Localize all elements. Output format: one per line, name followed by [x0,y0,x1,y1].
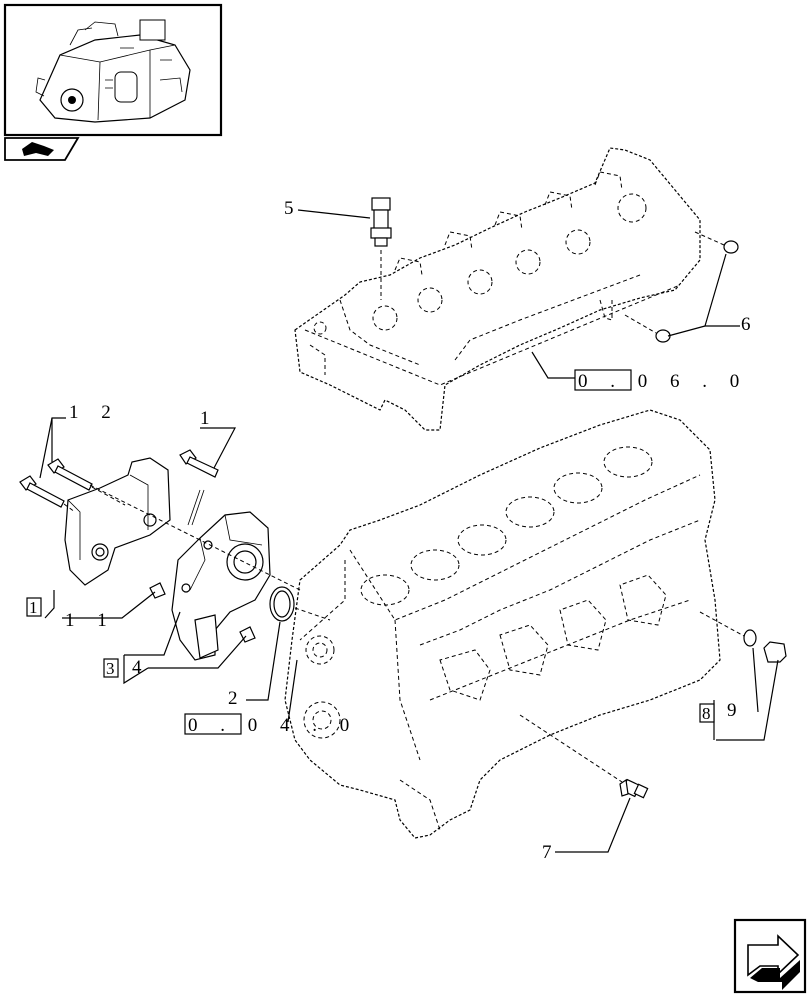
next-page-arrow-icon[interactable] [733,918,807,994]
cylinder-head [294,147,701,431]
callout-11[interactable]: 1 1 [65,610,116,631]
bolt-part-1[interactable] [179,449,219,526]
callout-1[interactable]: 1 [200,408,210,429]
block-section-ref-label: 0 . 0 4 . 0 [188,715,358,736]
bolt-part-12[interactable] [19,458,126,513]
plug-part-9[interactable] [699,611,787,663]
valve-part-5[interactable] [370,197,392,300]
ref-box-8[interactable]: 8 [699,703,715,723]
ref-box-3-label: 3 [106,659,115,678]
ref-box-3[interactable]: 3 [103,658,119,678]
callout-6[interactable]: 6 [741,314,751,335]
engine-thumbnail-icon[interactable] [3,3,223,137]
callout-4[interactable]: 4 [132,657,142,678]
leader-lines [39,209,779,853]
callout-9[interactable]: 9 [727,700,737,721]
ref-box-8-label: 8 [702,704,711,723]
engine-block [284,409,721,839]
ref-box-1-label: 1 [29,598,38,617]
callout-7[interactable]: 7 [542,842,552,863]
seal-part-2[interactable] [269,586,331,622]
sensor-part-7[interactable] [519,714,649,799]
thermostat-housing[interactable] [171,511,271,661]
ref-box-1[interactable]: 1 [26,597,42,617]
head-section-ref-label: 0 . 0 6 . 0 [578,371,748,392]
callout-2[interactable]: 2 [228,688,238,709]
head-section-ref[interactable]: 0 . 0 6 . 0 [574,369,748,392]
plug-part-6[interactable] [624,231,739,343]
block-section-ref[interactable]: 0 . 0 4 . 0 [184,713,358,736]
callout-12[interactable]: 1 2 [69,402,120,423]
mounting-bracket[interactable] [64,457,171,586]
callout-5[interactable]: 5 [284,198,294,219]
dowel-part-11[interactable] [149,582,166,599]
book-tab-icon[interactable] [4,137,80,161]
